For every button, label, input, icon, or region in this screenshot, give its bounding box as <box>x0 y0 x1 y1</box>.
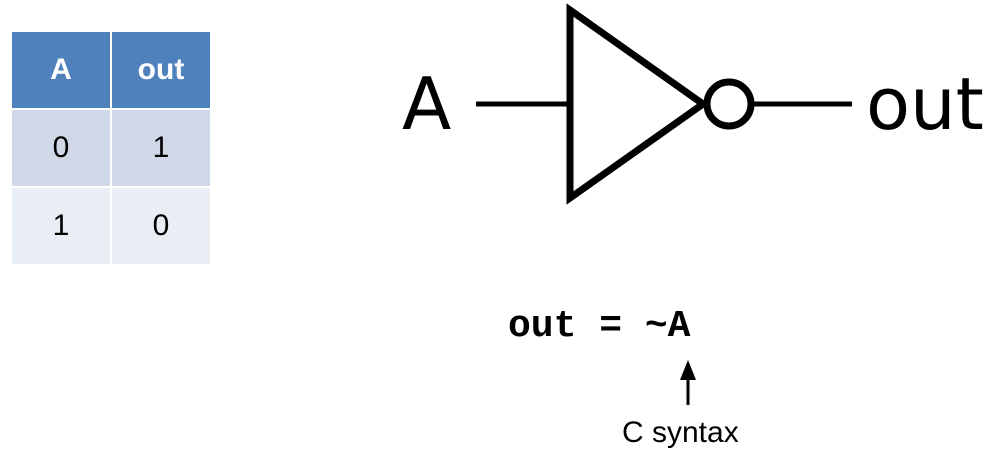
not-gate-triangle <box>566 3 710 205</box>
truth-table-cell: 0 <box>12 110 110 186</box>
table-row: 0 1 <box>12 110 210 186</box>
truth-table-cell: 1 <box>12 188 110 264</box>
syntax-annotation: C syntax <box>622 416 739 449</box>
gate-output-label: out <box>866 62 983 146</box>
truth-table-header-out: out <box>112 32 210 108</box>
truth-table: A out 0 1 1 0 <box>10 30 212 266</box>
truth-table-cell: 0 <box>112 188 210 264</box>
table-row: 1 0 <box>12 188 210 264</box>
annotation-arrow-head <box>680 360 696 380</box>
truth-table-header-row: A out <box>12 32 210 108</box>
inversion-bubble <box>703 78 755 130</box>
gate-input-label: A <box>402 62 452 146</box>
truth-table-header-a: A <box>12 32 110 108</box>
code-expression: out = ~A <box>508 305 691 348</box>
truth-table-cell: 1 <box>112 110 210 186</box>
